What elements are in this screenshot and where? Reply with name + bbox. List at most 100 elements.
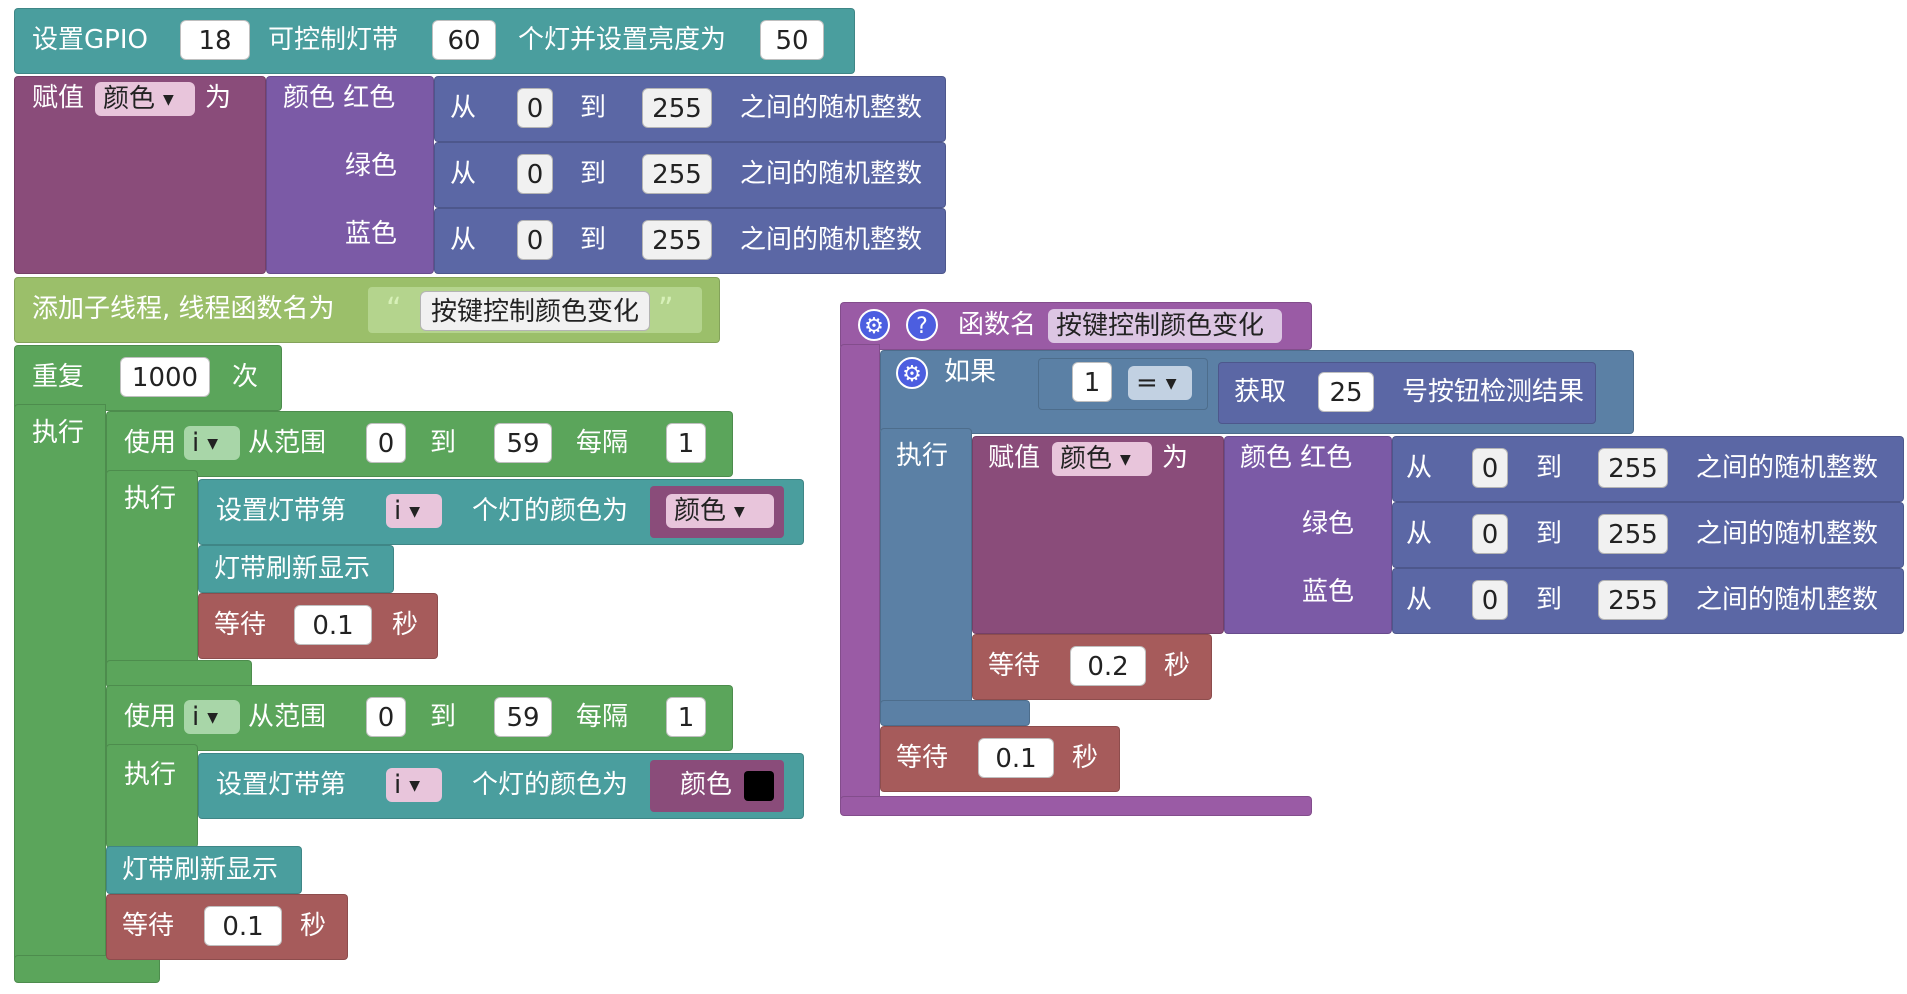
wait-1-unit: 秒: [392, 610, 419, 640]
refresh-2-block[interactable]: [106, 846, 302, 894]
color-swatch-black[interactable]: [744, 771, 774, 801]
wait-outer-unit: 秒: [1072, 743, 1099, 773]
wait-1-label: 等待: [214, 610, 267, 640]
function-spine: [840, 344, 880, 814]
loop1-end-input[interactable]: 59: [494, 423, 552, 463]
random-blue-tail: 之间的随机整数: [740, 225, 923, 255]
color-rgb-block[interactable]: [266, 76, 434, 274]
assign-var-dropdown-right[interactable]: 颜色▼: [1052, 442, 1152, 476]
random-red-max-right[interactable]: 255: [1598, 448, 1668, 488]
refresh-2-label: 灯带刷新显示: [122, 855, 279, 885]
brightness-input[interactable]: 50: [760, 20, 824, 60]
help-icon[interactable]: ?: [906, 309, 938, 341]
wait-2-input[interactable]: 0.1: [204, 906, 282, 946]
random-red-min[interactable]: 0: [517, 88, 553, 128]
random-blue-max[interactable]: 255: [642, 220, 712, 260]
setpix2-label: 设置灯带第: [216, 770, 347, 800]
refresh-1-block[interactable]: [198, 545, 394, 593]
loop1-do-label: 执行: [124, 484, 177, 514]
wait-2-unit: 秒: [300, 911, 327, 941]
loop2-var-dropdown[interactable]: i▼: [184, 700, 240, 734]
random-green-max[interactable]: 255: [642, 154, 712, 194]
add-thread-label: 添加子线程, 线程函数名为: [32, 294, 335, 324]
setpix1-label: 设置灯带第: [216, 496, 347, 526]
loop2-to-label: 到: [430, 702, 457, 732]
button-pin-input[interactable]: 25: [1318, 372, 1374, 412]
random-red-tail-right: 之间的随机整数: [1696, 453, 1879, 483]
random-blue-min-right[interactable]: 0: [1472, 580, 1508, 620]
loop2-range-label: 从范围: [248, 702, 327, 732]
random-blue-from-right: 从: [1406, 585, 1433, 615]
random-green-min-right[interactable]: 0: [1472, 514, 1508, 554]
random-red-to: 到: [580, 93, 607, 123]
for-loop-2-spine: [106, 744, 198, 848]
setpix1-color-value: 颜色: [674, 496, 727, 526]
random-blue-tail-right: 之间的随机整数: [1696, 585, 1879, 615]
random-blue-to: 到: [580, 225, 607, 255]
setpix1-color-dropdown[interactable]: 颜色 ▼: [666, 494, 774, 528]
assign-var-dropdown[interactable]: 颜色 ▼: [95, 82, 195, 116]
loop1-var-dropdown[interactable]: i▼: [184, 426, 240, 460]
chevron-down-icon: ▼: [163, 91, 174, 108]
assign-var-value-right: 颜色: [1060, 444, 1113, 474]
random-green-to: 到: [580, 159, 607, 189]
wait-outer-label: 等待: [896, 743, 949, 773]
loop2-step-label: 每隔: [576, 702, 629, 732]
random-green-min[interactable]: 0: [517, 154, 553, 194]
compare-op-dropdown[interactable]: =▼: [1128, 366, 1192, 400]
wait-inner-input[interactable]: 0.2: [1070, 646, 1146, 686]
setpix2-var-dropdown[interactable]: i▼: [386, 768, 442, 802]
loop1-step-input[interactable]: 1: [666, 423, 706, 463]
compare-op-value: =: [1136, 368, 1158, 398]
if-footer: [880, 700, 1030, 726]
wait-2-label: 等待: [122, 911, 175, 941]
compare-lhs-input[interactable]: 1: [1072, 362, 1112, 402]
loop2-from-input[interactable]: 0: [366, 697, 406, 737]
setpix1-var-dropdown[interactable]: i▼: [386, 494, 442, 528]
setpix1-tail: 个灯的颜色为: [472, 496, 629, 526]
random-blue-max-right[interactable]: 255: [1598, 580, 1668, 620]
color-green-label: 绿色: [345, 151, 398, 181]
loop1-from-input[interactable]: 0: [366, 423, 406, 463]
repeat-label: 重复: [32, 362, 85, 392]
repeat-times-label: 次: [232, 362, 259, 392]
get-button-block[interactable]: [1218, 362, 1596, 424]
random-green-max-right[interactable]: 255: [1598, 514, 1668, 554]
chevron-down-icon: ▼: [734, 503, 745, 520]
random-green-from-right: 从: [1406, 519, 1433, 549]
assign-label-right: 赋值: [988, 443, 1041, 473]
repeat-do-label: 执行: [32, 418, 85, 448]
loop2-step-input[interactable]: 1: [666, 697, 706, 737]
random-red-max[interactable]: 255: [642, 88, 712, 128]
random-green-tail-right: 之间的随机整数: [1696, 519, 1879, 549]
gear-icon[interactable]: ⚙: [896, 357, 928, 389]
wait-1-input[interactable]: 0.1: [294, 605, 372, 645]
gpio-pin-input[interactable]: 18: [180, 20, 250, 60]
random-red-min-right[interactable]: 0: [1472, 448, 1508, 488]
refresh-1-label: 灯带刷新显示: [214, 554, 371, 584]
random-blue-min[interactable]: 0: [517, 220, 553, 260]
random-blue-from: 从: [450, 225, 477, 255]
for-loop-1-block[interactable]: [106, 411, 733, 477]
setup-tail-label: 个灯并设置亮度为: [518, 25, 727, 55]
chevron-down-icon: ▼: [207, 435, 219, 452]
repeat-count-input[interactable]: 1000: [120, 357, 210, 397]
if-spine: [880, 428, 972, 724]
random-red-tail: 之间的随机整数: [740, 93, 923, 123]
function-name-label: 函数名: [958, 310, 1037, 340]
led-count-input[interactable]: 60: [432, 20, 496, 60]
loop1-use-label: 使用: [124, 428, 177, 458]
wait-outer-input[interactable]: 0.1: [978, 738, 1054, 778]
for-loop-1-footer: [106, 660, 252, 688]
chevron-down-icon: ▼: [409, 503, 421, 520]
loop2-end-input[interactable]: 59: [494, 697, 552, 737]
gear-icon[interactable]: ⚙: [858, 309, 890, 341]
color-blue-label-right: 蓝色: [1302, 577, 1355, 607]
random-red-from-right: 从: [1406, 453, 1433, 483]
thread-fn-name[interactable]: 按键控制颜色变化: [420, 291, 650, 331]
color-rgb-block-right[interactable]: [1224, 436, 1392, 634]
wait-inner-unit: 秒: [1164, 651, 1191, 681]
function-name-field[interactable]: 按键控制颜色变化: [1048, 309, 1282, 343]
wait-inner-label: 等待: [988, 651, 1041, 681]
assign-var-value: 颜色: [103, 84, 156, 114]
